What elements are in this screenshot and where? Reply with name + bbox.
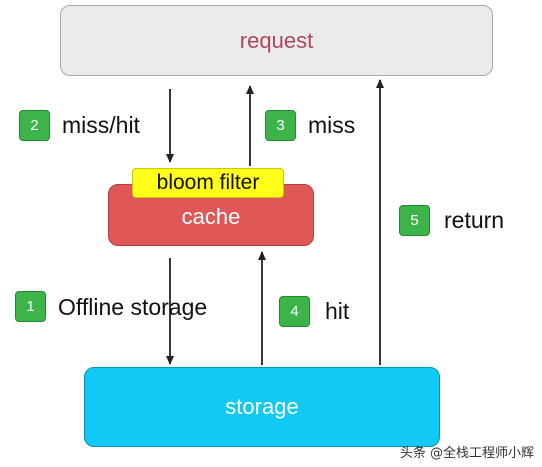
step-5-badge: 5 — [399, 205, 430, 236]
step-1-badge: 1 — [15, 291, 46, 322]
step-1-number: 1 — [26, 298, 35, 315]
step-1-label: Offline storage — [58, 294, 208, 320]
step-2-number: 2 — [30, 117, 39, 134]
step-3-number: 3 — [276, 117, 285, 134]
storage-node: storage — [84, 367, 440, 447]
step-3-badge: 3 — [265, 110, 296, 141]
cache-label: cache — [181, 204, 241, 229]
bloom-filter-label: bloom filter — [156, 171, 260, 194]
watermark: 头条 @全栈工程师小辉 — [399, 446, 534, 461]
step-2-label: miss/hit — [62, 112, 140, 138]
step-5-number: 5 — [410, 212, 419, 229]
step-4-badge: 4 — [279, 296, 310, 327]
request-node: request — [60, 5, 493, 76]
storage-label: storage — [225, 394, 299, 419]
step-5-label: return — [444, 207, 505, 233]
bloom-filter-node: bloom filter — [132, 168, 284, 198]
request-label: request — [239, 27, 314, 53]
step-3-label: miss — [308, 112, 356, 138]
step-4-number: 4 — [290, 303, 299, 320]
step-2-badge: 2 — [19, 110, 50, 141]
step-4-label: hit — [325, 298, 350, 324]
